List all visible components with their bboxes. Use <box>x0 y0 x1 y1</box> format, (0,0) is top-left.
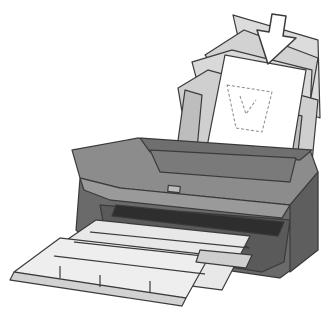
output-tray <box>10 220 252 306</box>
